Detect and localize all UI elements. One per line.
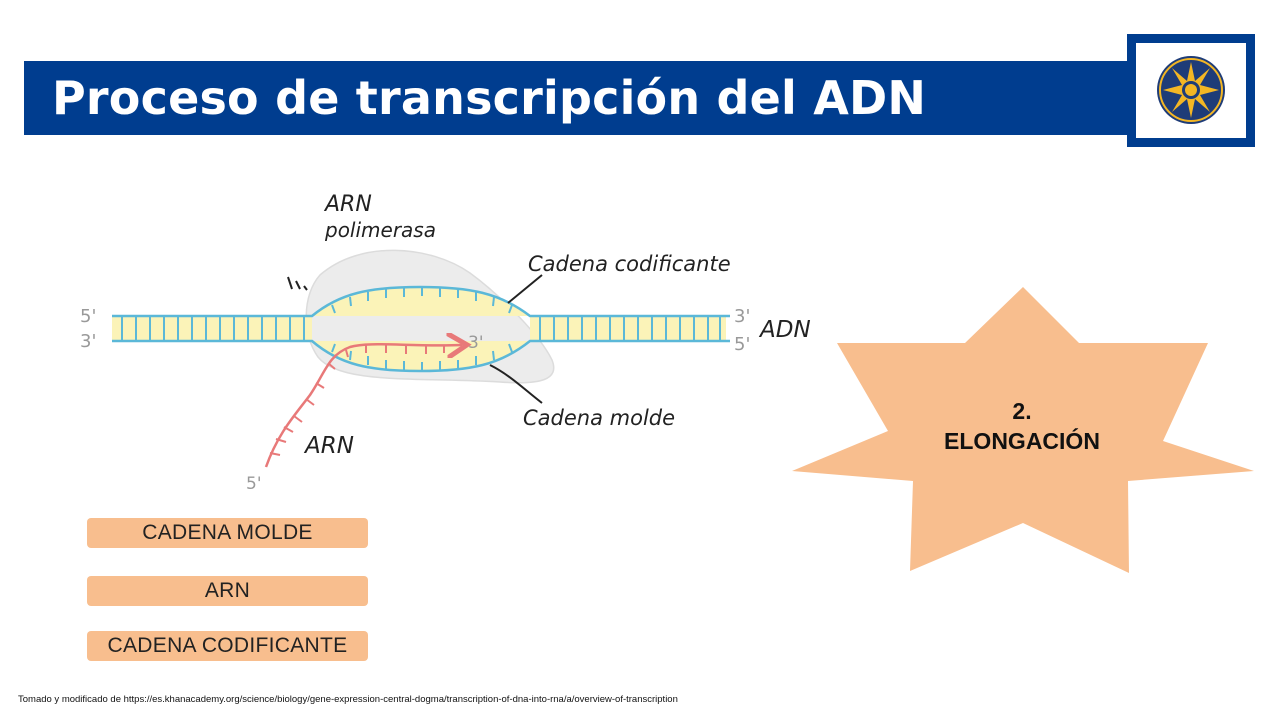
polymerase-label-line2: polimerasa [324,218,436,242]
coding-strand-button[interactable]: CADENA CODIFICANTE [87,631,368,661]
coding-strand-label: Cadena codificante [528,252,731,276]
stage-number: 2. [1012,398,1032,424]
slide-title: Proceso de transcripción del ADN [52,71,927,125]
dna-label: ADN [758,317,811,343]
dna-right-rungs [539,316,721,341]
rotation-marks [287,276,308,291]
right-bottom-end: 5' [734,334,750,355]
left-bottom-end: 3' [80,331,96,352]
star-seal-logo-icon [1157,56,1225,124]
template-strand-label: Cadena molde [523,406,675,430]
template-strand [112,339,730,373]
logo-frame [1127,34,1255,147]
stage-name: ELONGACIÓN [944,428,1100,454]
rna-bases [269,345,445,456]
title-bar: Proceso de transcripción del ADN [24,61,1130,135]
template-strand-leader [489,364,543,404]
left-top-end: 5' [80,306,96,327]
rna-label: ARN [303,433,354,459]
dna-left-duplex [112,316,312,341]
polymerase-label-line1: ARN [323,192,372,217]
dna-left-rungs [121,316,305,341]
dna-right-duplex [530,316,726,341]
rna-start-end: 5' [246,474,262,494]
rna-button[interactable]: ARN [87,576,368,606]
transcription-diagram: ARN polimerasa Cadena codificante Cadena… [80,192,811,494]
stage-label: 2. ELONGACIÓN [900,396,1144,456]
template-strand-button[interactable]: CADENA MOLDE [87,518,368,548]
source-citation: Tomado y modificado de https://es.khanac… [18,694,678,705]
coding-strand-leader [507,274,543,304]
right-top-end: 3' [734,306,750,327]
rna-growing-end: 3' [468,333,484,353]
stage-star-shape [792,287,1254,573]
